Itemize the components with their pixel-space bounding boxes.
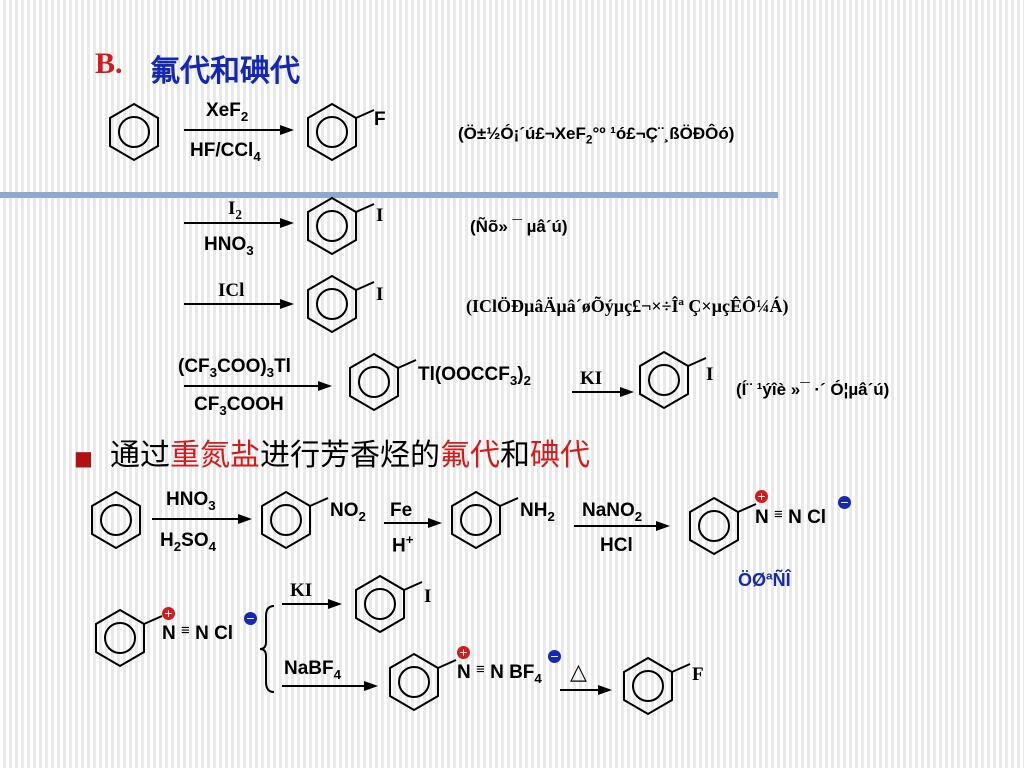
iodobenzene-ring <box>307 196 375 256</box>
reaction-arrow <box>184 125 294 135</box>
positive-charge-icon: + <box>755 490 768 503</box>
upper-branch-reagent: KI <box>290 580 313 601</box>
reagent-top: Fe <box>390 500 413 521</box>
reagent-top: HNO3 <box>166 489 216 513</box>
bullet-part-highlight: 碘代 <box>530 438 590 473</box>
reagent-top: XeF2 <box>206 100 249 124</box>
reaction-note: (Í¨ ¹ýîè »¯ ·´ Ó¦µâ´ú) <box>736 380 890 399</box>
reagent-bottom: HNO3 <box>204 234 254 258</box>
title-letter: B. <box>95 47 123 80</box>
reaction-arrow <box>574 521 670 531</box>
reagent-top: (CF3COO)3Tl <box>178 356 291 380</box>
iodobenzene-ring <box>307 274 375 334</box>
reaction-arrow <box>152 514 252 524</box>
substituent-label: F <box>374 109 386 130</box>
reaction-arrow <box>184 381 332 391</box>
fluorobenzene-ring <box>623 656 691 716</box>
diazonium-tetrafluoroborate-ring <box>389 652 457 712</box>
diazonium-label: N ≡ N Cl <box>162 622 234 644</box>
reaction-arrow <box>282 599 342 609</box>
divider-bar <box>0 192 778 198</box>
reaction-arrow <box>572 387 634 397</box>
page-title: 氟代和碘代 <box>150 54 300 89</box>
reagent-bottom: HCl <box>600 535 633 556</box>
bullet-marker: ■ <box>74 446 93 470</box>
reagent-bottom: H+ <box>392 532 414 557</box>
lower-branch-reagent: NaBF4 <box>284 658 342 682</box>
positive-charge-icon: + <box>457 646 470 659</box>
reagent-top: I2 <box>228 198 243 222</box>
heat-icon: △ <box>570 660 587 685</box>
nitro-group-label: NO2 <box>330 500 366 524</box>
bullet-part: 和 <box>500 438 530 473</box>
iodobenzene-ring <box>639 350 707 410</box>
negative-charge-icon: − <box>838 496 851 509</box>
reaction-arrow <box>384 518 442 528</box>
branch-brace <box>259 605 275 693</box>
intermediate-label: Tl(OOCCF3)2 <box>418 364 531 388</box>
reaction-arrow <box>560 685 612 695</box>
benzene-ring <box>91 490 141 550</box>
reaction-note: (Ö±½Ó¡´ú£¬XeF2°º ¹ó£¬Ç¨¸ßÖÐÔó) <box>458 124 735 147</box>
bullet-part: 进行芳香烃的 <box>260 438 440 473</box>
bullet-heading: 通过重氮盐进行芳香烃的氟代和碘代 <box>110 430 590 474</box>
negative-charge-icon: − <box>548 650 561 663</box>
diazonium-benzene-ring <box>689 496 757 556</box>
reaction-arrow <box>184 218 294 228</box>
reagent-bottom: CF3COOH <box>194 394 284 418</box>
negative-charge-icon: − <box>244 612 257 625</box>
nitrobenzene-ring <box>261 490 329 550</box>
bullet-part-highlight: 重氮盐 <box>170 438 260 473</box>
bullet-part: 通过 <box>110 438 170 473</box>
amine-group-label: NH2 <box>520 500 555 524</box>
reaction-note: (Ñõ» ¯ µâ´ú) <box>470 217 568 236</box>
substituent-label: F <box>692 664 704 685</box>
fluorobenzene-ring <box>307 102 375 162</box>
diazonium-bf4-label: N ≡ N BF4 <box>457 661 542 686</box>
diazonium-salt-label: ÖØªÑÎ <box>738 570 791 590</box>
diazonium-benzene-ring <box>95 608 163 668</box>
reagent-top: ICl <box>218 280 245 301</box>
thallium-benzene-ring <box>349 352 417 412</box>
reagent-top: NaNO2 <box>582 500 643 524</box>
reaction-arrow <box>282 681 378 691</box>
substituent-label: I <box>376 284 384 305</box>
aniline-ring <box>451 490 519 550</box>
reagent-top: KI <box>580 368 603 389</box>
positive-charge-icon: + <box>162 607 175 620</box>
diazonium-label: N ≡ N Cl <box>755 506 827 528</box>
substituent-label: I <box>706 364 714 385</box>
substituent-label: I <box>424 586 432 607</box>
iodobenzene-ring <box>355 574 423 634</box>
substituent-label: I <box>376 205 384 226</box>
reaction-note: (IClÖÐµâÄµâ´øÕýµç£¬×÷Îª Ç×µçÊÔ¼Á) <box>466 296 789 316</box>
bullet-part-highlight: 氟代 <box>440 438 500 473</box>
reagent-bottom: HF/CCl4 <box>190 140 261 164</box>
benzene-ring <box>109 102 159 162</box>
reagent-bottom: H2SO4 <box>160 530 216 554</box>
reaction-arrow <box>184 299 294 309</box>
